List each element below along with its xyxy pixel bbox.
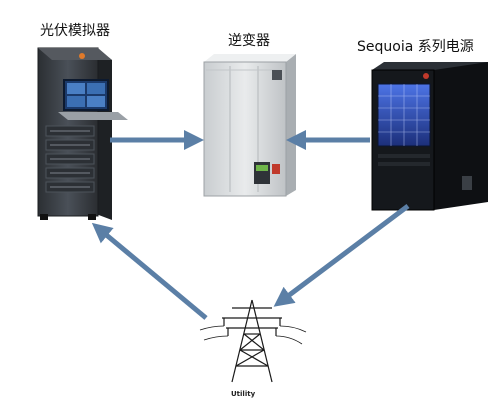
sequoia-cabinet-icon [371,62,488,211]
connection-arrows [91,130,410,320]
pv-simulator-label: 光伏模拟器 [40,23,110,39]
inverter-label: 逆变器 [228,33,270,49]
arrow-sequoia-to-utility [273,204,410,307]
pv-simulator-rack-icon [37,47,128,220]
utility-label: Utility [231,390,256,398]
inverter-cabinet-icon [203,54,296,197]
sequoia-label: Sequoia 系列电源 [357,39,474,55]
transmission-tower-icon [199,299,307,383]
arrow-utility-to-pv [91,222,208,320]
